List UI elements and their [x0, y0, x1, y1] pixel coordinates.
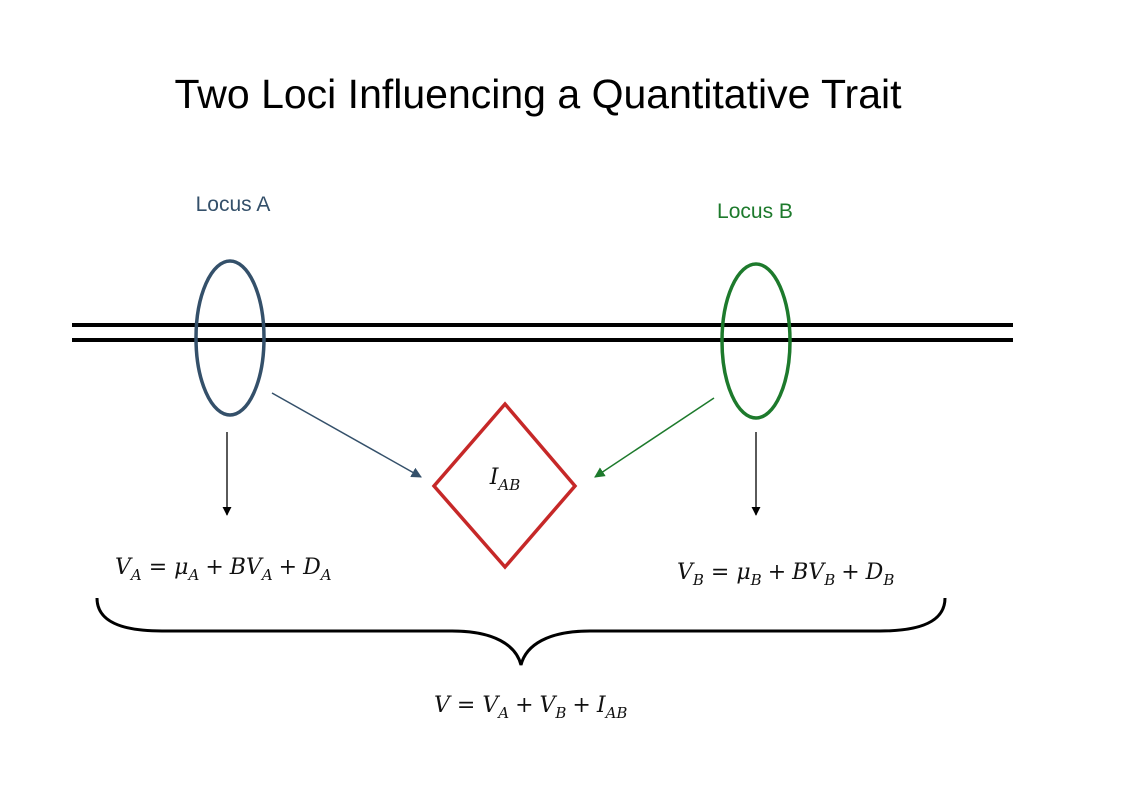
arrow-locus-b-to-interaction — [594, 397, 715, 478]
interaction-diamond — [431, 401, 578, 570]
chromosome — [72, 323, 1013, 342]
locus-b-ellipse — [720, 262, 792, 420]
curly-brace — [95, 597, 947, 666]
locus-b-label: Locus B — [717, 200, 793, 223]
interaction-symbol: IAB — [489, 465, 521, 494]
equation-locus-b: VB=μB+BVB+DB — [677, 560, 894, 589]
equation-locus-a: VA=μA+BVA+DA — [115, 555, 332, 584]
locus-a-ellipse — [194, 259, 266, 417]
locus-a-label: Locus A — [196, 193, 271, 216]
arrow-locus-a-to-interaction — [271, 392, 422, 478]
equation-total: V=VA+VB+IAB — [434, 693, 627, 722]
page-title: Two Loci Influencing a Quantitative Trai… — [174, 71, 902, 117]
